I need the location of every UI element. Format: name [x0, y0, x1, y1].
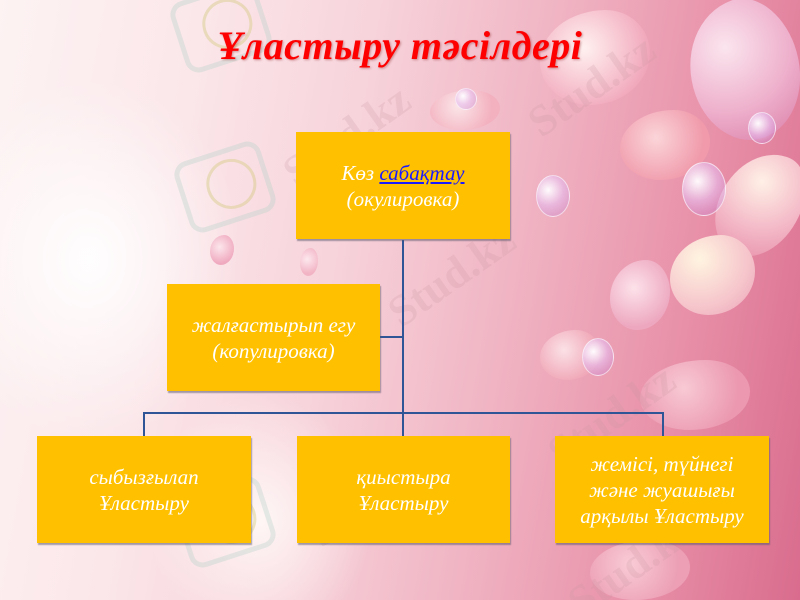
sabaktau-link[interactable]: сабақтау [379, 160, 465, 185]
node-copulation-line1: жалғастырып егу [191, 312, 356, 337]
petal-decoration [540, 10, 650, 105]
slide-title: Ұластыру тәсілдері [217, 23, 583, 68]
petal-decoration [210, 235, 234, 265]
water-drop-decoration [455, 88, 477, 110]
node-copulation-line2: (копулировка) [212, 338, 335, 363]
node-copulation: жалғастырып егу (копулировка) [167, 284, 380, 391]
petal-decoration [640, 360, 750, 430]
petal-decoration [300, 248, 318, 276]
node-fruit-line1: жемісі, түйнегі [590, 451, 734, 476]
node-root-line1: Көз сабақтау [341, 160, 464, 186]
connector-child-left-vertical [143, 412, 145, 436]
water-drop-decoration [682, 162, 726, 216]
node-fruit-line3: арқылы Ұластыру [580, 503, 744, 528]
node-root-line2: (окулировка) [346, 186, 460, 211]
node-root-prefix: Көз [341, 160, 380, 185]
node-splice-grafting: қиыстыра Ұластыру [297, 436, 510, 543]
node-splice-line1: қиыстыра [356, 464, 451, 489]
watermark-logo-icon [170, 137, 280, 237]
water-drop-decoration [748, 112, 776, 144]
water-drop-decoration [582, 338, 614, 376]
node-whip-grafting: сыбызғылап Ұластыру [37, 436, 251, 543]
node-fruit-line2: және жуашығы [589, 477, 735, 502]
connector-child-right-vertical [662, 412, 664, 436]
water-drop-decoration [536, 175, 570, 217]
petal-decoration [590, 540, 690, 600]
node-fruit-tuber-bulb-grafting: жемісі, түйнегі және жуашығы арқылы Ұлас… [555, 436, 769, 543]
connector-root-vertical [402, 240, 404, 436]
node-splice-line2: Ұластыру [358, 490, 449, 515]
connector-assistant-horizontal [380, 336, 403, 338]
connector-children-horizontal [143, 412, 664, 414]
node-whip-line1: сыбызғылап [89, 464, 199, 489]
petal-decoration [610, 260, 670, 330]
node-whip-line2: Ұластыру [99, 490, 189, 515]
node-root-eye-budding: Көз сабақтау (окулировка) [296, 132, 510, 239]
petal-decoration [670, 235, 755, 315]
